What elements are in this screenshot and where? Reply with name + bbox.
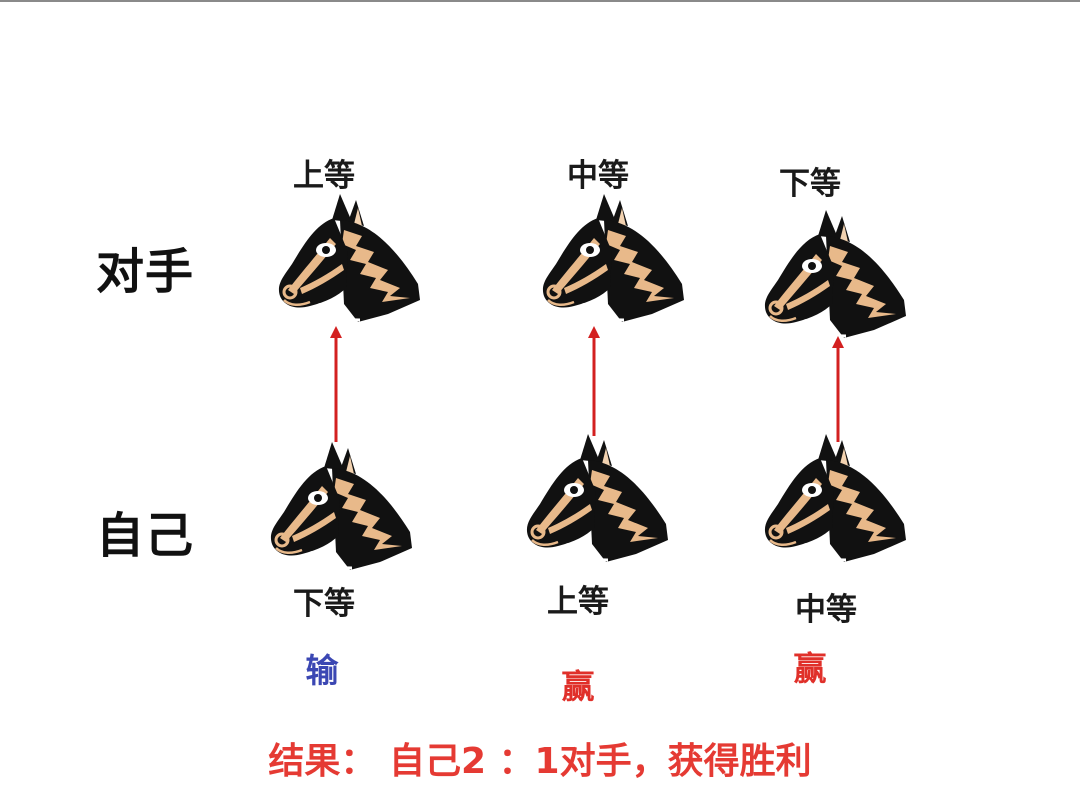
arrow-up-icon-2 bbox=[588, 326, 600, 436]
self-row-label: 自己 bbox=[96, 508, 195, 564]
arrow-up-icon-3 bbox=[832, 336, 844, 442]
opponent-horse-icon-2 bbox=[534, 192, 684, 342]
opponent-grade-2: 中等 bbox=[567, 158, 629, 194]
self-grade-3: 中等 bbox=[795, 592, 857, 628]
self-horse-icon-3 bbox=[756, 432, 906, 582]
self-horse-icon-1 bbox=[262, 440, 412, 590]
self-grade-2: 上等 bbox=[547, 584, 609, 620]
result-1: 输 bbox=[305, 651, 339, 690]
opponent-row-label: 对手 bbox=[96, 244, 195, 300]
self-horse-icon-2 bbox=[518, 432, 668, 582]
result-2: 赢 bbox=[561, 667, 595, 706]
top-border bbox=[0, 0, 1080, 2]
opponent-grade-1: 上等 bbox=[293, 158, 355, 194]
result-3: 赢 bbox=[793, 649, 827, 688]
summary-text: 结果： 自己2 ：1对手，获得胜利 bbox=[268, 741, 812, 782]
opponent-grade-3: 下等 bbox=[779, 166, 841, 202]
self-grade-1: 下等 bbox=[293, 586, 355, 622]
arrow-up-icon-1 bbox=[330, 326, 342, 442]
opponent-horse-icon-1 bbox=[270, 192, 420, 342]
